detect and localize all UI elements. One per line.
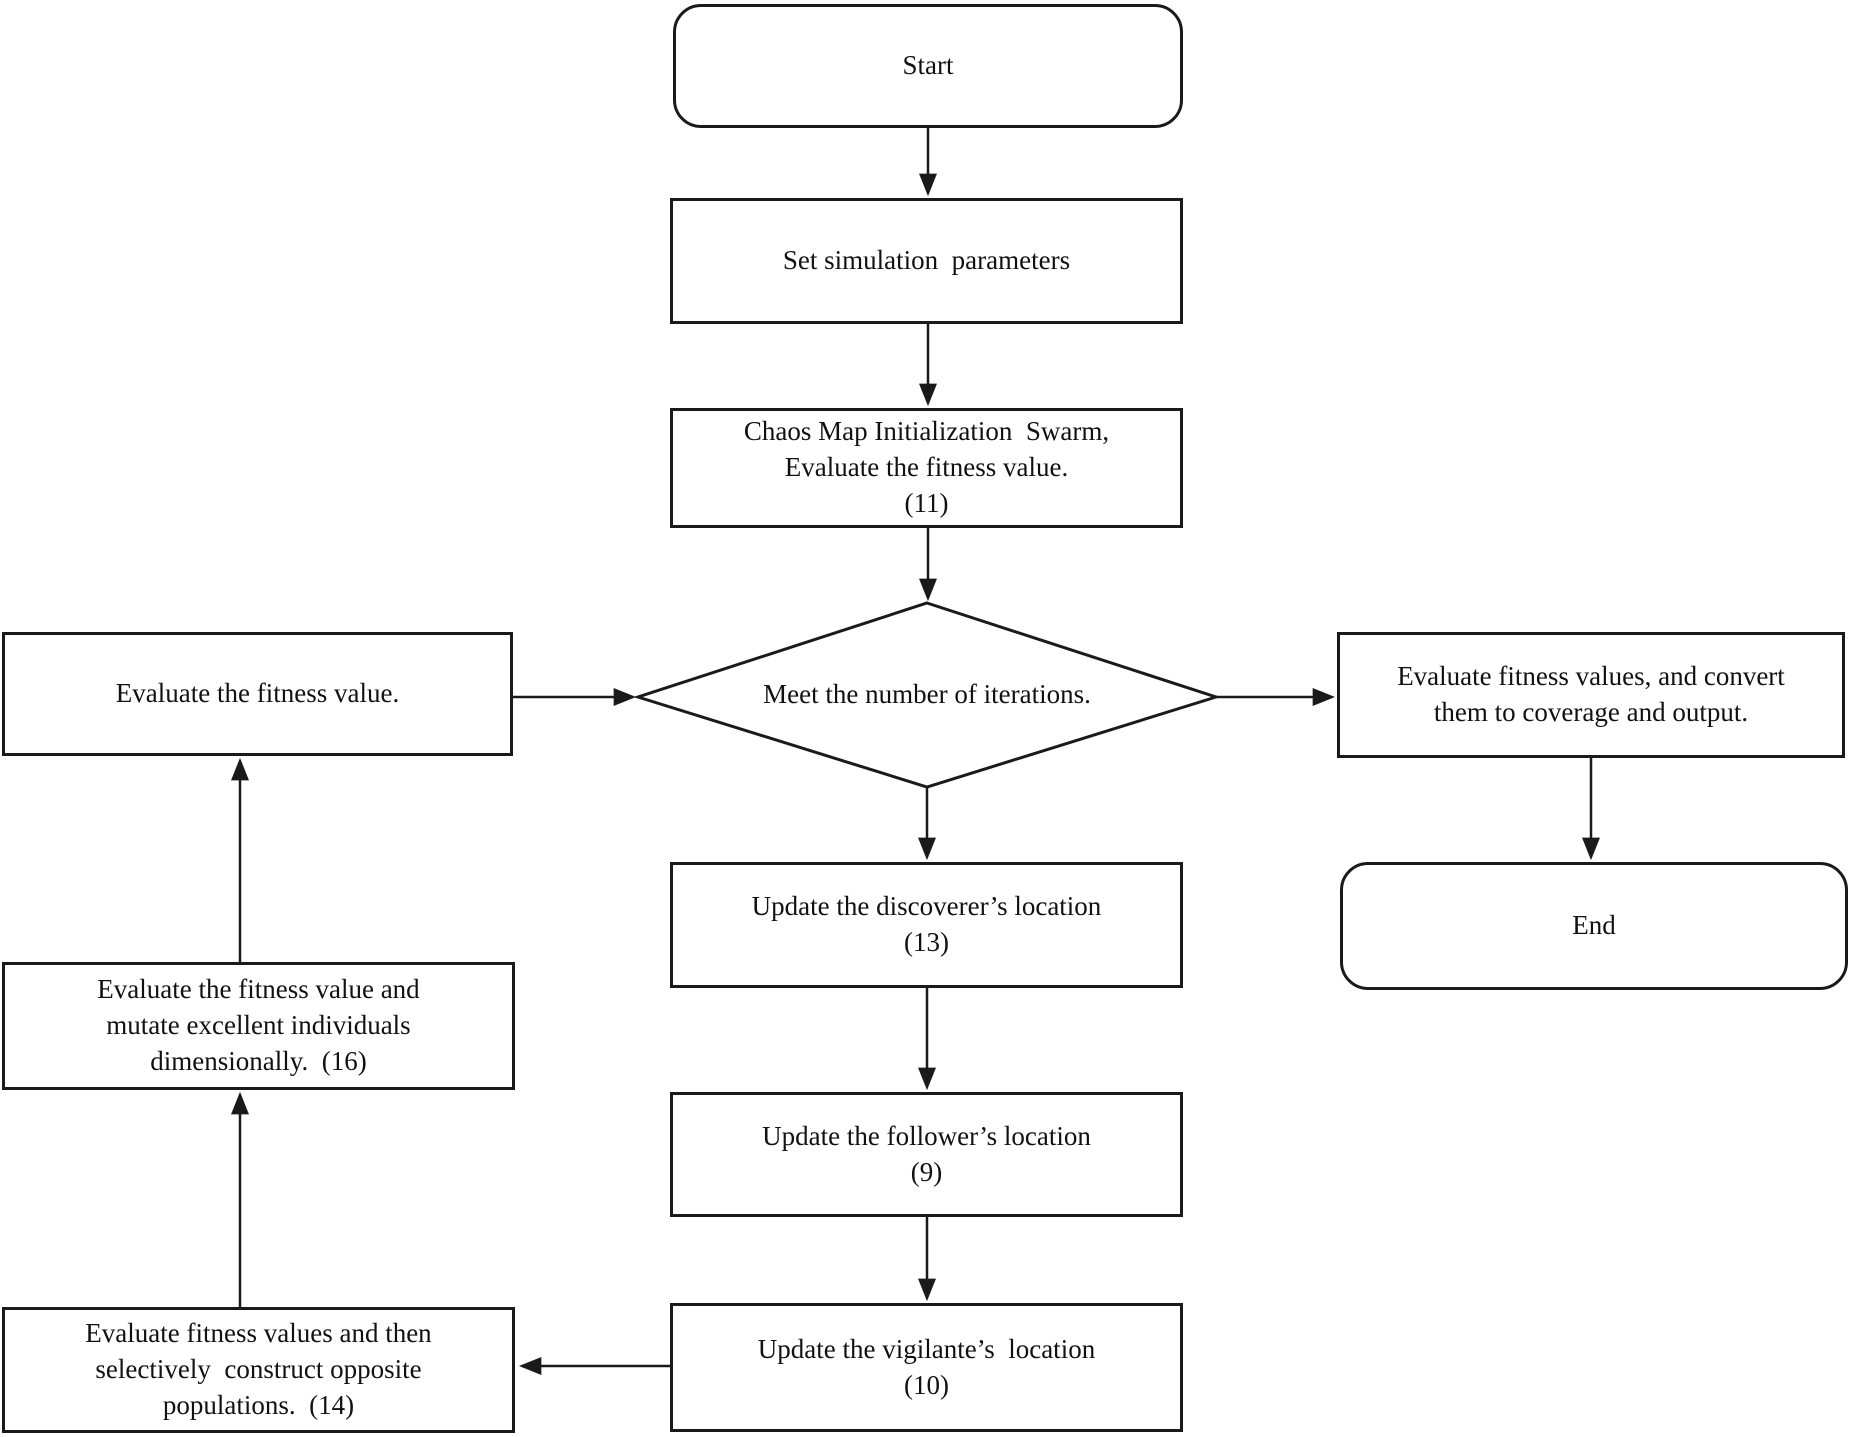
node-chaos-map-initialization-label: Chaos Map Initialization Swarm, Evaluate… [743, 416, 1110, 518]
node-decision-iterations: Meet the number of iterations. [757, 648, 1097, 742]
node-update-discoverer-location-label: Update the discoverer’s location (13) [751, 891, 1102, 957]
node-evaluate-fitness-value-label: Evaluate the fitness value. [115, 678, 400, 709]
node-chaos-map-initialization: Chaos Map Initialization Swarm, Evaluate… [670, 408, 1183, 528]
node-start-label: Start [902, 50, 954, 81]
node-mutate-excellent-individuals-label: Evaluate the fitness value and mutate ex… [97, 974, 420, 1076]
node-set-simulation-parameters: Set simulation parameters [670, 198, 1183, 324]
node-set-simulation-parameters-label: Set simulation parameters [782, 245, 1071, 276]
node-end-label: End [1572, 910, 1616, 941]
node-construct-opposite-populations: Evaluate fitness values and then selecti… [2, 1307, 515, 1433]
node-mutate-excellent-individuals: Evaluate the fitness value and mutate ex… [2, 962, 515, 1090]
node-start: Start [673, 4, 1183, 128]
node-update-follower-location: Update the follower’s location (9) [670, 1092, 1183, 1217]
node-construct-opposite-populations-label: Evaluate fitness values and then selecti… [85, 1318, 432, 1420]
node-evaluate-convert-output: Evaluate fitness values, and convert the… [1337, 632, 1845, 758]
node-update-follower-location-label: Update the follower’s location (9) [762, 1120, 1091, 1187]
node-update-vigilante-location: Update the vigilante’s location (10) [670, 1303, 1183, 1432]
node-update-discoverer-location: Update the discoverer’s location (13) [670, 862, 1183, 988]
node-end: End [1340, 862, 1848, 990]
node-evaluate-fitness-value: Evaluate the fitness value. [2, 632, 513, 756]
node-update-vigilante-location-label: Update the vigilante’s location (10) [757, 1333, 1096, 1400]
node-decision-iterations-label: Meet the number of iterations. [763, 679, 1091, 710]
node-evaluate-convert-output-label: Evaluate fitness values, and convert the… [1397, 661, 1785, 727]
